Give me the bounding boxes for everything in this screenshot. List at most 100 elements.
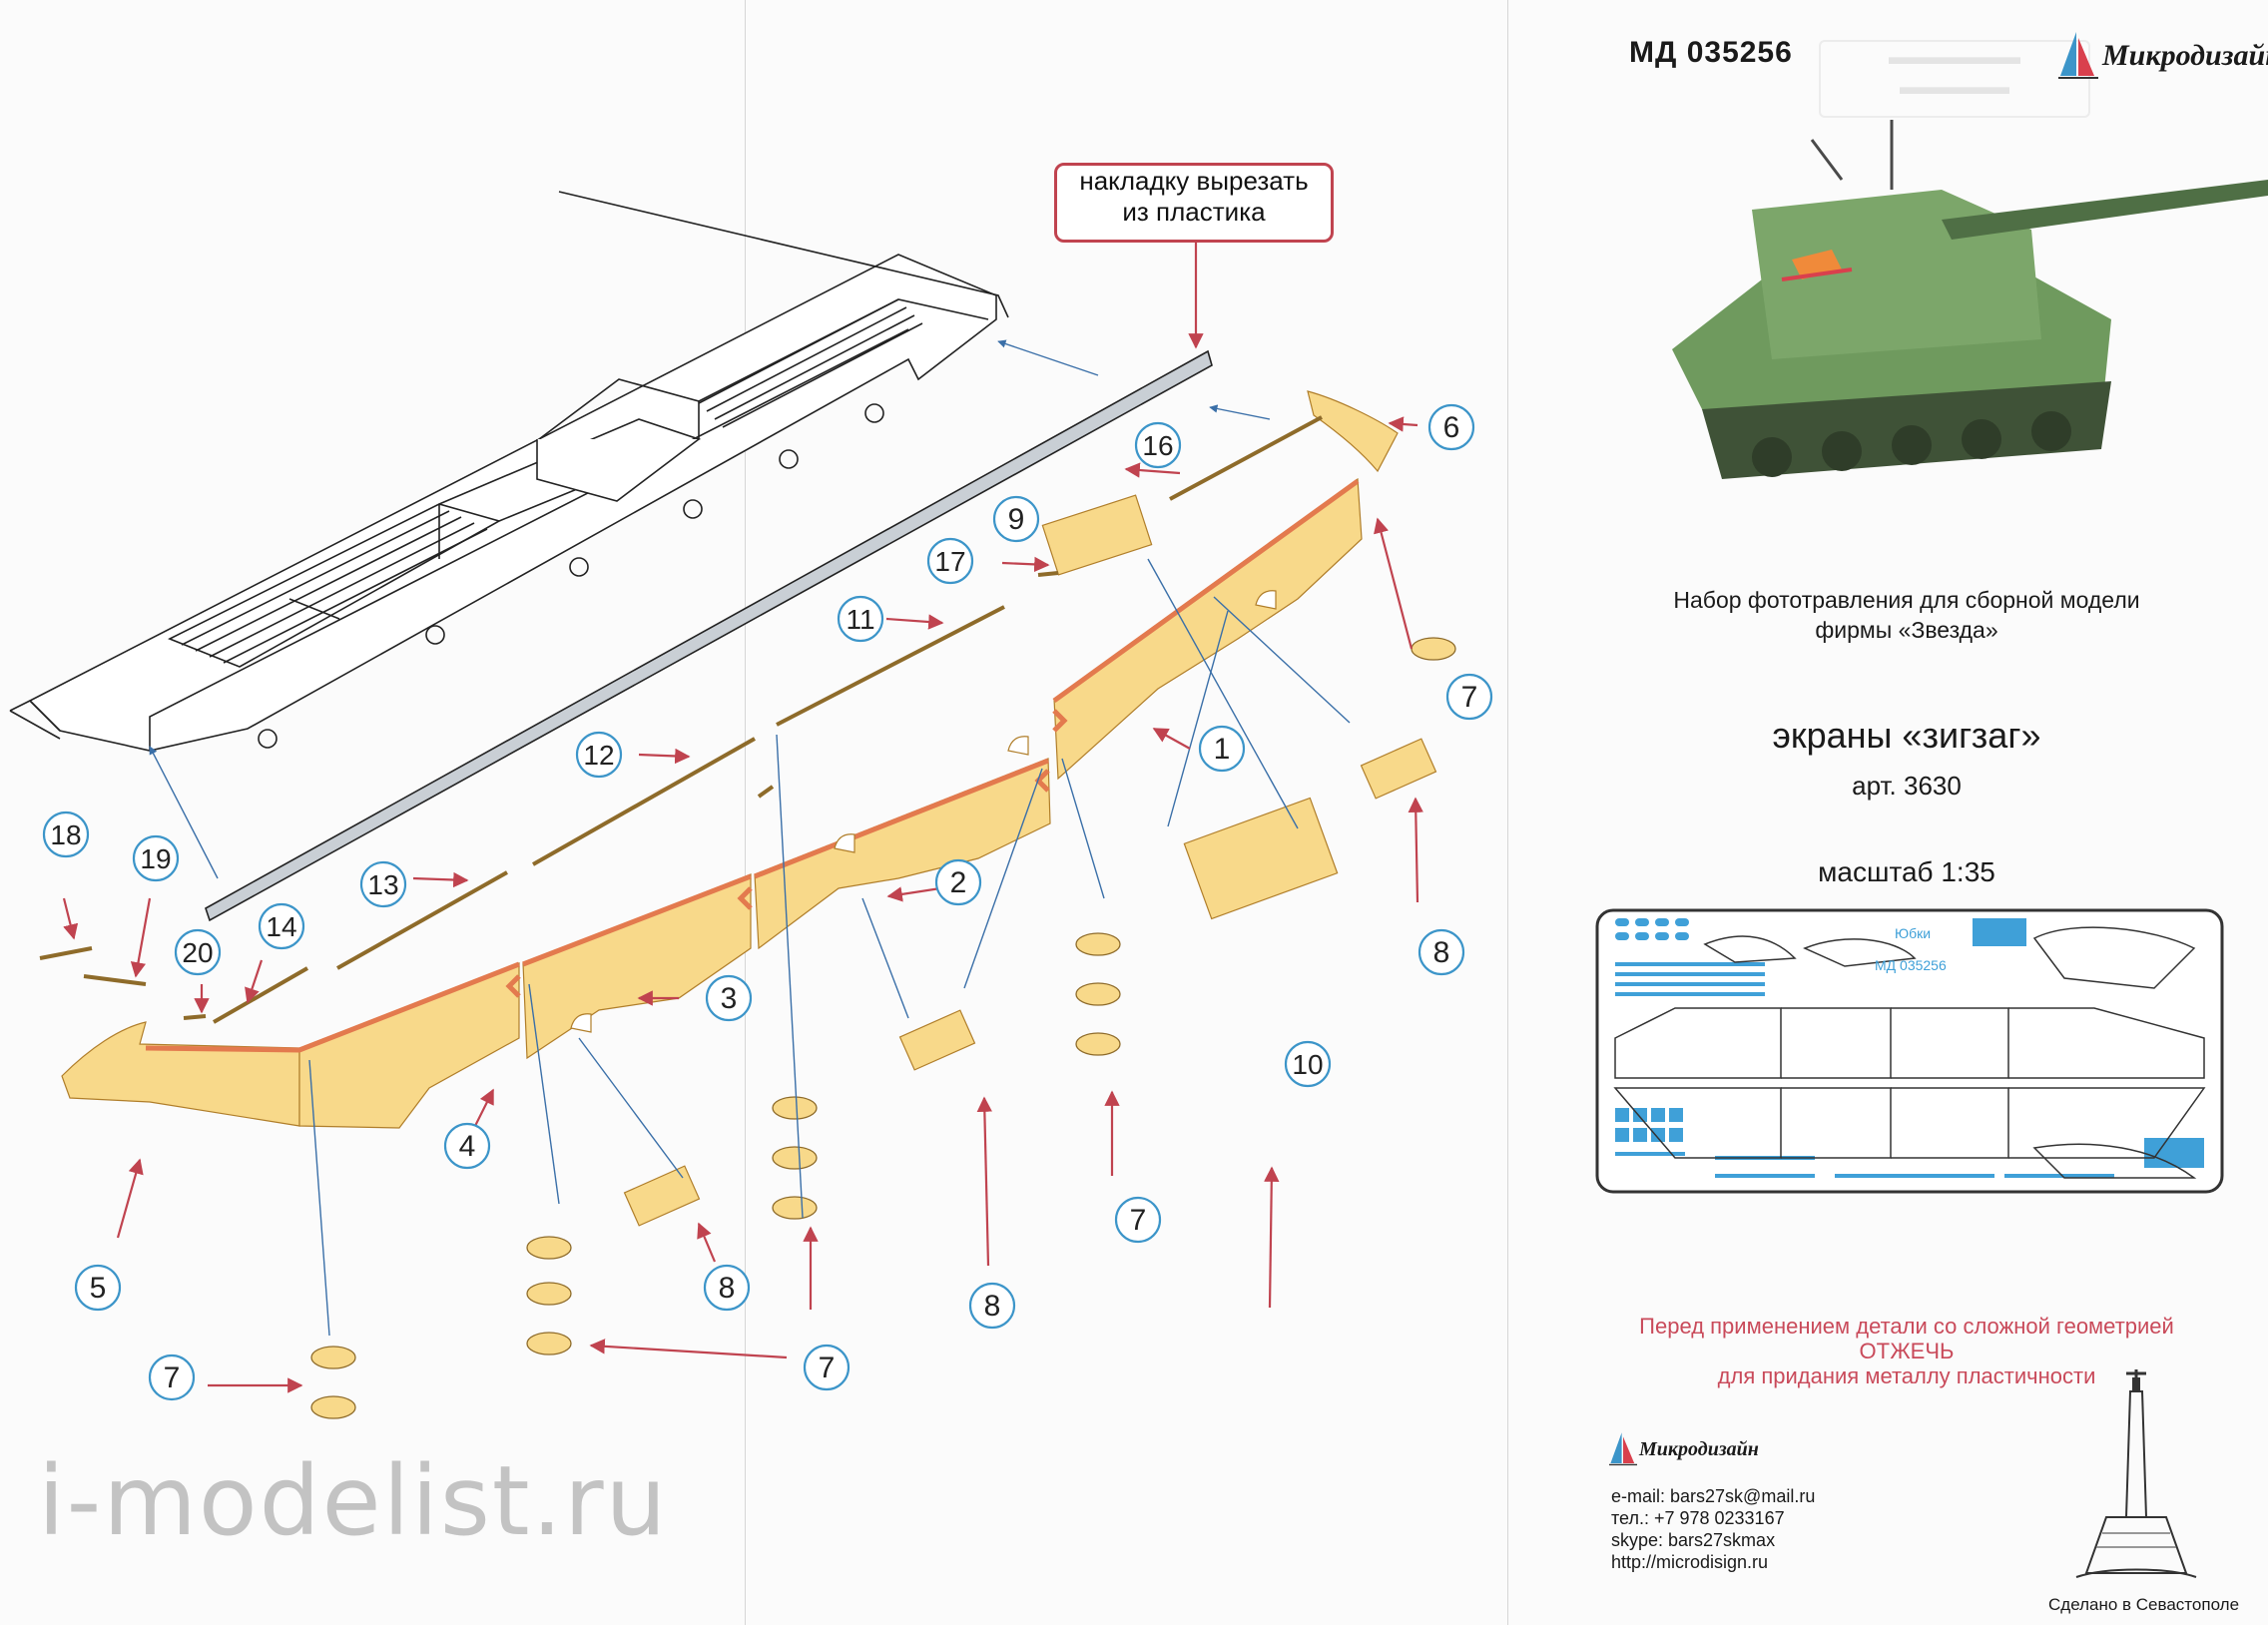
scale-label: масштаб 1:35 xyxy=(1818,856,1995,887)
svg-text:4: 4 xyxy=(459,1130,476,1163)
product-code: МД 035256 xyxy=(1629,36,1793,69)
callout-14: 14 xyxy=(258,902,305,950)
callout-11: 11 xyxy=(837,595,884,643)
svg-text:7: 7 xyxy=(1130,1204,1147,1237)
article-number: арт. 3630 xyxy=(1852,771,1962,801)
watermark: i-modelist.ru xyxy=(38,1445,669,1557)
made-in-label: Сделано в Севастополе xyxy=(2048,1595,2240,1614)
svg-text:12: 12 xyxy=(583,740,614,771)
plastic-cut-note: накладку вырезать из пластика xyxy=(1054,163,1334,243)
monument-icon xyxy=(2075,1369,2197,1578)
svg-text:2: 2 xyxy=(950,866,967,899)
contact-email[interactable]: e-mail: bars27sk@mail.ru xyxy=(1611,1486,1816,1506)
callout-8a: 8 xyxy=(1418,928,1465,976)
callout-13: 13 xyxy=(359,860,407,908)
callout-16: 16 xyxy=(1134,421,1182,469)
fold-line xyxy=(745,0,746,1625)
hinge-parts xyxy=(310,637,1456,1419)
svg-text:3: 3 xyxy=(721,982,738,1015)
svg-text:16: 16 xyxy=(1142,430,1173,461)
svg-text:10: 10 xyxy=(1292,1049,1323,1080)
callout-6: 6 xyxy=(1427,403,1475,451)
note-line-2: из пластика xyxy=(1122,197,1266,227)
contact-info: e-mail: bars27sk@mail.ru тел.: +7 978 02… xyxy=(1611,1485,1815,1573)
contact-phone: тел.: +7 978 0233167 xyxy=(1611,1508,1785,1528)
screen-part-4 xyxy=(298,962,520,1129)
product-description: Набор фототравления для сборной модели ф… xyxy=(1637,585,2176,645)
warning-line-2: ОТЖЕЧЬ xyxy=(1859,1339,1955,1363)
callout-8b: 8 xyxy=(968,1282,1016,1330)
screen-part-1 xyxy=(1053,477,1363,781)
contact-skype: skype: bars27skmax xyxy=(1611,1530,1776,1550)
callout-18: 18 xyxy=(42,811,90,858)
fret-title: Юбки xyxy=(1895,925,1931,941)
svg-text:9: 9 xyxy=(1008,503,1025,536)
callout-4: 4 xyxy=(443,1122,491,1170)
callout-markers: 1 2 3 4 5 6 7 7 7 7 8 8 8 9 10 11 12 13 … xyxy=(42,403,1493,1401)
callout-7b: 7 xyxy=(1114,1196,1162,1244)
screen-cutouts xyxy=(570,590,1277,1033)
callout-9: 9 xyxy=(992,495,1040,543)
thin-strips xyxy=(39,415,1323,1024)
svg-text:8: 8 xyxy=(1433,936,1450,969)
svg-text:20: 20 xyxy=(182,937,213,968)
contact-website[interactable]: http://microdisign.ru xyxy=(1611,1552,1769,1572)
svg-text:7: 7 xyxy=(164,1361,181,1394)
svg-text:13: 13 xyxy=(367,869,398,900)
svg-text:19: 19 xyxy=(140,843,171,874)
product-name: экраны «зигзаг» xyxy=(1772,715,2041,756)
assembly-diagram: 1 2 3 4 5 6 7 7 7 7 8 8 8 9 10 11 12 13 … xyxy=(9,191,1493,1419)
photo-etch-fret: Юбки МД 035256 xyxy=(1595,908,2224,1194)
brand-sail-icon xyxy=(2058,32,2098,79)
bracket-10 xyxy=(1183,797,1339,920)
svg-text:14: 14 xyxy=(266,911,296,942)
svg-text:8: 8 xyxy=(984,1290,1001,1323)
bracket-8b xyxy=(898,1009,976,1071)
brand-name: Микродизайн xyxy=(2102,39,2268,72)
brand-logo-footer: Микродизайн xyxy=(1609,1429,1759,1469)
svg-text:5: 5 xyxy=(90,1272,107,1305)
callout-1: 1 xyxy=(1198,725,1246,773)
screen-part-3 xyxy=(522,873,752,1060)
bracket-8c xyxy=(1360,738,1437,800)
callout-2: 2 xyxy=(934,858,982,906)
screen-parts xyxy=(61,390,1437,1227)
callout-19: 19 xyxy=(132,834,180,882)
callout-arrows xyxy=(62,236,1423,1393)
callout-17: 17 xyxy=(926,537,974,585)
annealing-warning: Перед применением детали со сложной геом… xyxy=(1587,1314,2226,1388)
fret-code: МД 035256 xyxy=(1875,957,1947,973)
callout-8c: 8 xyxy=(703,1264,751,1312)
note-line-1: накладку вырезать xyxy=(1079,166,1309,196)
hull-drawing xyxy=(9,191,1009,752)
svg-text:11: 11 xyxy=(846,604,874,635)
fret-outlines xyxy=(1613,926,2206,1179)
callout-7c: 7 xyxy=(803,1344,850,1391)
fold-line xyxy=(1507,0,1508,1625)
callout-10: 10 xyxy=(1284,1040,1332,1088)
callout-7d: 7 xyxy=(148,1354,196,1401)
tank-photo xyxy=(1642,120,2268,499)
screen-part-6 xyxy=(1307,390,1399,473)
warning-line-1: Перед применением детали со сложной геом… xyxy=(1639,1314,2174,1339)
warning-line-3: для придания металлу пластичности xyxy=(1717,1363,2096,1388)
svg-text:6: 6 xyxy=(1443,411,1460,444)
brand-sail-icon xyxy=(1609,1432,1637,1466)
callout-3: 3 xyxy=(705,974,753,1022)
callout-5: 5 xyxy=(74,1264,122,1312)
screen-part-5 xyxy=(61,1021,300,1127)
bracket-9 xyxy=(1041,494,1153,576)
svg-text:1: 1 xyxy=(1214,733,1231,766)
faded-stamp: ▬▬▬▬▬▬▬▬▬▬▬ xyxy=(1819,40,2090,118)
leader-lines xyxy=(149,339,1351,1337)
svg-text:7: 7 xyxy=(819,1352,836,1384)
part-edges xyxy=(145,478,1360,1053)
callout-20: 20 xyxy=(174,928,222,976)
svg-text:17: 17 xyxy=(934,546,965,577)
screen-part-2 xyxy=(754,758,1051,950)
brand-logo: Микродизайн xyxy=(2058,30,2268,82)
svg-text:18: 18 xyxy=(50,819,81,850)
description-line-1: Набор фототравления для сборной модели xyxy=(1673,587,2140,613)
description-line-2: фирмы «Звезда» xyxy=(1815,617,1998,643)
